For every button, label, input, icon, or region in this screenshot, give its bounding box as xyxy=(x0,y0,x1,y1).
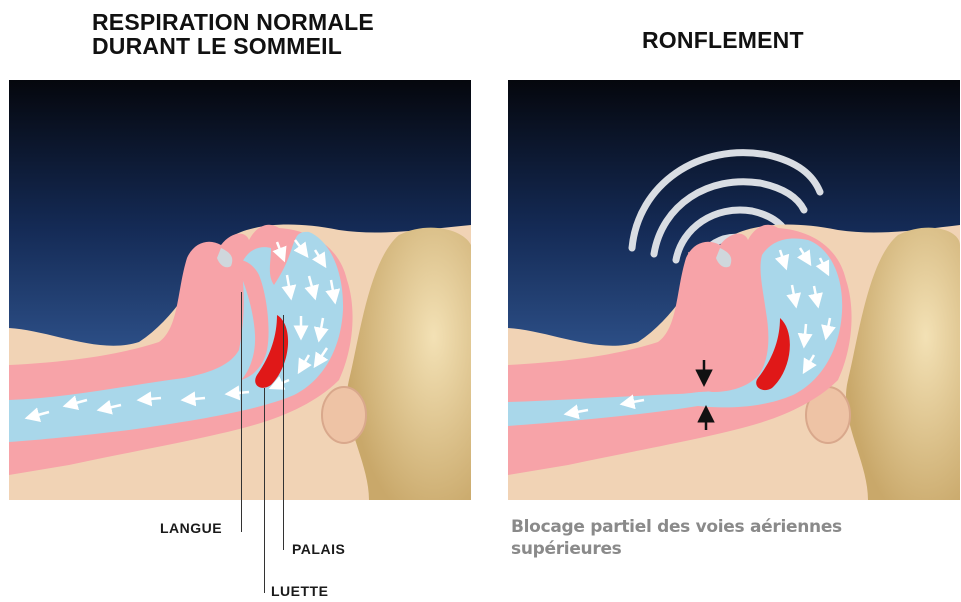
snoring-illustration xyxy=(508,80,960,500)
title-snoring: RONFLEMENT xyxy=(642,28,804,52)
title-normal-breathing: RESPIRATION NORMALE DURANT LE SOMMEIL xyxy=(92,10,374,58)
leader-line-tongue xyxy=(241,292,242,532)
leader-line-palate xyxy=(283,315,284,550)
caption-line-2: supérieures xyxy=(511,538,842,560)
label-uvula: LUETTE xyxy=(271,583,328,599)
normal-breathing-svg xyxy=(9,80,471,500)
label-tongue: LANGUE xyxy=(160,520,222,536)
label-palate: PALAIS xyxy=(292,541,345,557)
snoring-svg xyxy=(508,80,960,500)
title-normal-line-1: RESPIRATION NORMALE xyxy=(92,10,374,34)
caption-partial-blockage: Blocage partiel des voies aériennes supé… xyxy=(511,516,842,560)
normal-breathing-illustration xyxy=(9,80,471,500)
leader-line-uvula xyxy=(264,388,265,593)
ear xyxy=(322,387,366,443)
title-normal-line-2: DURANT LE SOMMEIL xyxy=(92,34,374,58)
caption-line-1: Blocage partiel des voies aériennes xyxy=(511,516,842,538)
